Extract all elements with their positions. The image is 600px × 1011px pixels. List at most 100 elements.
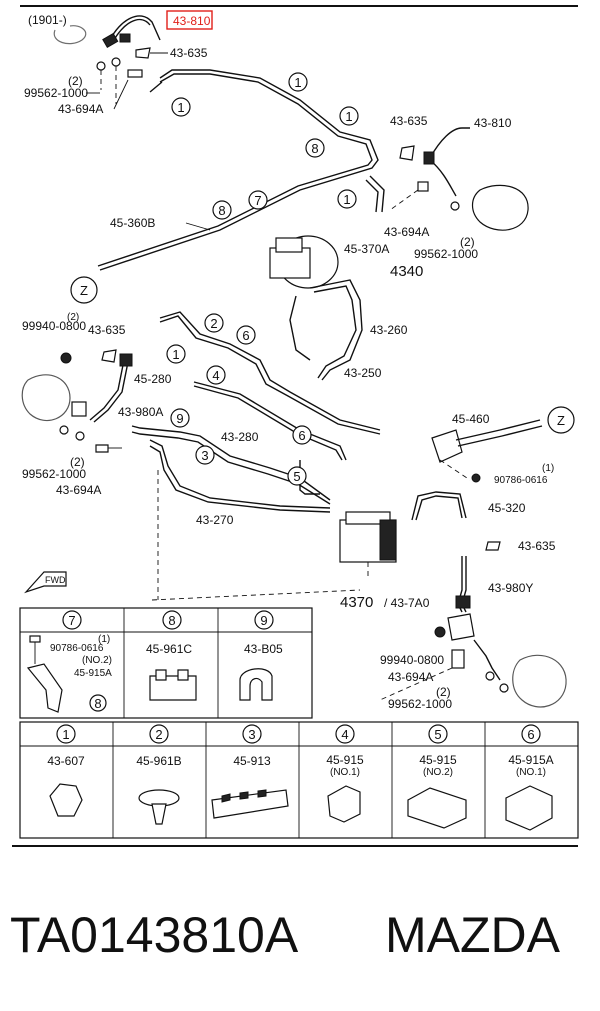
label-qty2-c: (2): [67, 312, 79, 323]
callout-6-a: 6: [236, 325, 256, 345]
callout-1-e: 1: [166, 344, 186, 364]
master-cylinder: [269, 235, 363, 381]
callouts: 1 1 1 8 1 7 8 2 6 1 4 9 3 6 5: [166, 72, 359, 486]
front-left-hose-group: [53, 15, 161, 104]
date-code: (1901-): [28, 13, 67, 27]
label-43-694a-a: 43-694A: [58, 102, 103, 116]
callout-1-a: 1: [171, 97, 191, 117]
front-right-hose-group: [389, 127, 529, 231]
svg-text:1: 1: [172, 347, 179, 362]
rear-pipes: [131, 311, 381, 513]
svg-text:3: 3: [201, 448, 208, 463]
junction-block: [431, 419, 543, 481]
callout-5: 5: [287, 466, 307, 486]
svg-text:4: 4: [212, 368, 219, 383]
svg-text:(NO.2): (NO.2): [423, 767, 453, 778]
callout-7: 7: [248, 190, 268, 210]
rear-right-hose-group: [379, 556, 567, 708]
detail-table-bottom: 1 43-607 2 45-961B 3 45-913 4 45-915 (NO…: [19, 721, 579, 839]
label-qty1-a: (1): [542, 463, 554, 474]
cell-5: 5 45-915 (NO.2): [407, 724, 467, 829]
callout-8-b: 8: [212, 200, 232, 220]
cell-3: 3 45-913: [211, 724, 289, 819]
label-43-635-d: 43-635: [518, 539, 556, 553]
col7-qty: (1): [98, 634, 110, 645]
callout-2: 2: [204, 313, 224, 333]
label-qty2-b: (2): [460, 235, 475, 249]
brand-name: MAZDA: [385, 907, 560, 963]
abs-unit: [339, 511, 397, 580]
callout-1-c: 1: [339, 106, 359, 126]
svg-text:1: 1: [62, 727, 69, 742]
label-43-270: 43-270: [196, 513, 234, 527]
label-43-635-b: 43-635: [390, 114, 428, 128]
rear-left-hose-group: [21, 353, 133, 453]
label-43-635-c: 43-635: [88, 323, 126, 337]
pipe-45-320: [411, 491, 467, 521]
highlighted-part-label: 43-810: [173, 14, 211, 28]
cell-6: 6 45-915A (NO.1): [505, 724, 554, 831]
label-z-right: Z: [557, 413, 565, 428]
svg-text:1: 1: [343, 192, 350, 207]
svg-text:5: 5: [293, 469, 300, 484]
svg-text:(NO.1): (NO.1): [330, 767, 360, 778]
detail-table-top: 7 8 9 (1) 90786-0616 (NO.2) 45-915A 8 45…: [19, 607, 313, 719]
label-qty2-e: (2): [436, 685, 451, 699]
label-43-694a-b: 43-694A: [384, 225, 429, 239]
label-43-250: 43-250: [344, 366, 382, 380]
label-45-370a: 45-370A: [344, 242, 389, 256]
highlight-box: [166, 10, 213, 30]
svg-text:3: 3: [248, 727, 255, 742]
callout-9: 9: [170, 408, 190, 428]
svg-text:1: 1: [294, 75, 301, 90]
label-45-320: 45-320: [488, 501, 526, 515]
svg-text:45-915: 45-915: [419, 753, 457, 767]
fwd-arrow: FWD: [24, 571, 67, 594]
ref-43-7a0: / 43-7A0: [384, 596, 430, 610]
svg-text:6: 6: [298, 428, 305, 443]
callout-8-a: 8: [305, 138, 325, 158]
svg-text:6: 6: [242, 328, 249, 343]
label-43-980a: 43-980A: [118, 405, 163, 419]
label-99562-d: 99562-1000: [388, 697, 452, 711]
svg-text:45-915A: 45-915A: [508, 753, 553, 767]
label-43-694a-d: 43-694A: [388, 670, 433, 684]
label-45-360b: 45-360B: [110, 216, 155, 230]
svg-text:8: 8: [311, 141, 318, 156]
z-connector-right: [547, 406, 575, 434]
svg-text:6: 6: [527, 727, 534, 742]
svg-text:FWD: FWD: [45, 575, 66, 585]
cell-2: 2 45-961B: [136, 724, 182, 825]
label-99562-a: 99562-1000: [24, 86, 88, 100]
footer: TA0143810A MAZDA: [0, 895, 600, 975]
table-top-num-9: 9: [260, 613, 267, 628]
svg-text:4: 4: [341, 727, 348, 742]
label-43-260: 43-260: [370, 323, 408, 337]
label-90786-a: 90786-0616: [494, 475, 548, 486]
svg-text:8: 8: [218, 203, 225, 218]
col7-noq: (NO.2): [82, 655, 112, 666]
label-43-635-a: 43-635: [170, 46, 208, 60]
label-99940-a: 99940-0800: [22, 319, 86, 333]
part-code: TA0143810A: [10, 907, 299, 963]
svg-text:45-913: 45-913: [233, 754, 271, 768]
ref-4370: 4370: [340, 594, 373, 611]
table-top-num-7: 7: [68, 613, 75, 628]
svg-text:5: 5: [434, 727, 441, 742]
label-z-left: Z: [80, 283, 88, 298]
ref-4340: 4340: [390, 263, 423, 280]
table-top-num-8: 8: [168, 613, 175, 628]
callout-1-b: 1: [288, 72, 308, 92]
svg-text:1: 1: [345, 109, 352, 124]
label-45-280: 45-280: [134, 372, 172, 386]
label-99940-b: 99940-0800: [380, 653, 444, 667]
svg-text:7: 7: [254, 193, 261, 208]
label-43-694a-c: 43-694A: [56, 483, 101, 497]
label-qty2-a: (2): [68, 74, 83, 88]
svg-text:43-607: 43-607: [47, 754, 85, 768]
label-43-280: 43-280: [221, 430, 259, 444]
callout-1-d: 1: [337, 189, 357, 209]
svg-text:2: 2: [210, 316, 217, 331]
label-qty2-d: (2): [70, 455, 85, 469]
